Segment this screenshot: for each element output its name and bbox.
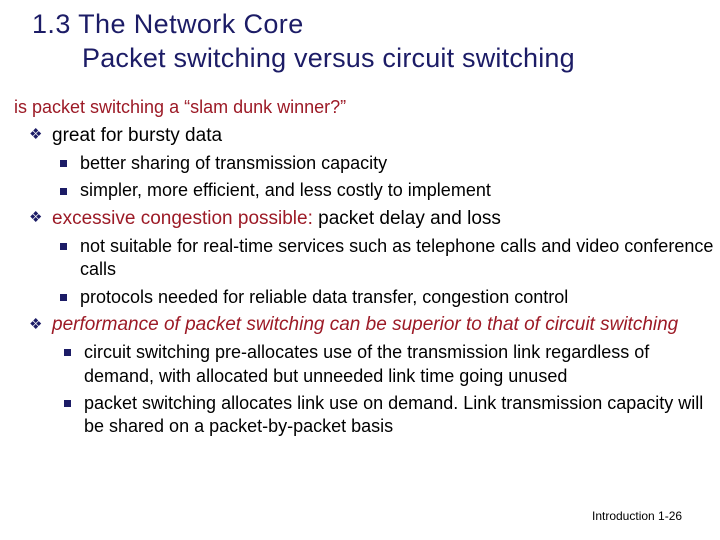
slide-footer: Introduction 1-26 bbox=[592, 509, 683, 523]
square-bullet-icon bbox=[60, 243, 67, 251]
slide-content: is packet switching a “slam dunk winner?… bbox=[0, 96, 720, 439]
bullet-level2: circuit switching pre-allocates use of t… bbox=[0, 341, 720, 388]
square-bullet-icon bbox=[60, 160, 67, 168]
diamond-bullet-icon: ❖ bbox=[29, 209, 43, 227]
square-bullet-icon bbox=[60, 187, 67, 195]
bullet-level2-text: protocols needed for reliable data trans… bbox=[80, 286, 569, 307]
bullet-level2-text: circuit switching pre-allocates use of t… bbox=[84, 342, 650, 386]
bullet-level2-text: not suitable for real-time services such… bbox=[80, 235, 714, 280]
bullet-level2-text: simpler, more efficient, and less costly… bbox=[80, 180, 491, 201]
page-title-line-2: Packet switching versus circuit switchin… bbox=[82, 42, 575, 73]
square-bullet-icon bbox=[64, 400, 71, 408]
square-bullet-icon bbox=[60, 293, 67, 301]
page-title-line-1: 1.3 The Network Core bbox=[32, 9, 304, 39]
bullet-level2: simpler, more efficient, and less costly… bbox=[0, 179, 720, 202]
bullet-level1-red-prefix: excessive congestion possible: bbox=[52, 207, 313, 229]
slide-title-block: 1.3 The Network Core Packet switching ve… bbox=[0, 8, 720, 76]
bullet-level2: packet switching allocates link use on d… bbox=[0, 392, 720, 439]
square-bullet-icon bbox=[64, 349, 71, 357]
bullet-level1-text: great for bursty data bbox=[52, 124, 223, 146]
bullet-level2: better sharing of transmission capacity bbox=[0, 152, 720, 175]
bullet-level1: ❖ great for bursty data bbox=[0, 123, 720, 148]
bullet-level2: not suitable for real-time services such… bbox=[0, 235, 720, 282]
diamond-bullet-icon: ❖ bbox=[29, 126, 43, 144]
bullet-level1: ❖ performance of packet switching can be… bbox=[0, 312, 720, 337]
lead-question-line: is packet switching a “slam dunk winner?… bbox=[14, 97, 347, 117]
bullet-level1-text: performance of packet switching can be s… bbox=[52, 314, 679, 336]
bullet-level2-text: packet switching allocates link use on d… bbox=[84, 392, 704, 437]
bullet-level1: ❖ excessive congestion possible: packet d… bbox=[0, 206, 720, 231]
bullet-level2-text: better sharing of transmission capacity bbox=[80, 153, 388, 174]
bullet-level2: protocols needed for reliable data trans… bbox=[0, 286, 720, 309]
diamond-bullet-icon: ❖ bbox=[29, 315, 43, 333]
bullet-level1-text: packet delay and loss bbox=[312, 207, 501, 229]
